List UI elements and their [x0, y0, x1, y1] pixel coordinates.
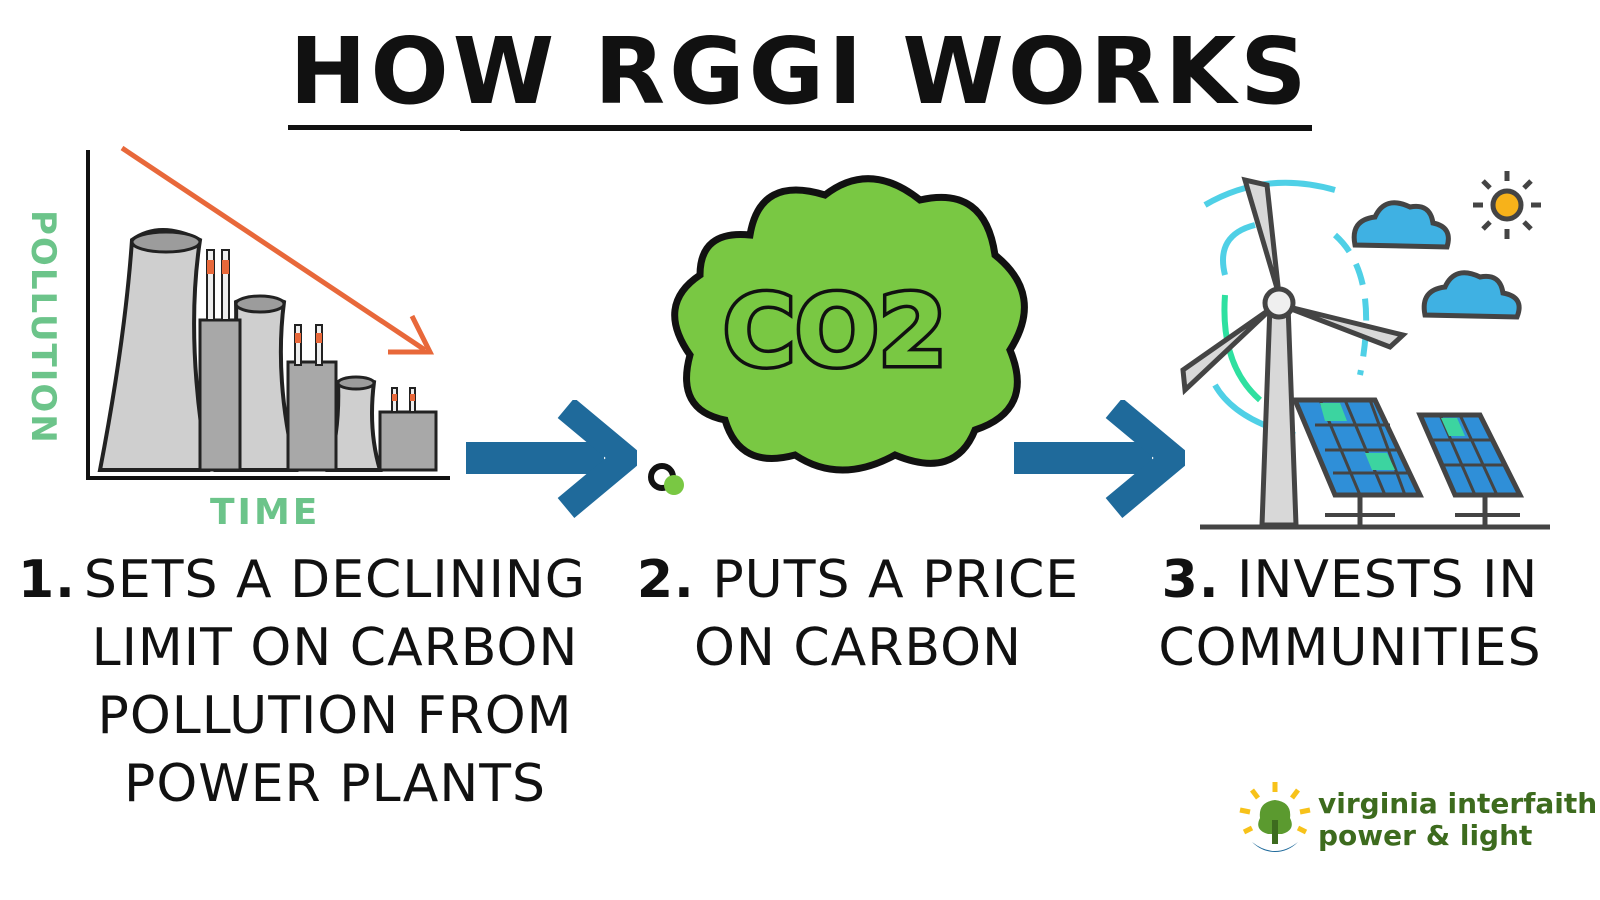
vipl-logo-icon — [1239, 782, 1311, 852]
step-1-text: SETS A DECLINING LIMIT ON CARBON POLLUTI… — [83, 550, 587, 814]
step-2-text: PUTS A PRICE ON CARBON — [694, 550, 1080, 678]
decline-arrow-head — [388, 314, 435, 355]
co2-text: CO2 — [723, 275, 946, 389]
step-1-number: 1. — [18, 550, 76, 610]
sun-icon — [1473, 171, 1541, 239]
graph-x-label: TIME — [210, 492, 320, 533]
title-text: HOW RGGI WORKS — [287, 18, 1313, 131]
step-2-label: 2. PUTS A PRICE ON CARBON — [618, 546, 1098, 682]
graph-y-label: POLLUTION — [23, 210, 63, 445]
step-3-text: INVESTS IN COMMUNITIES — [1158, 550, 1542, 678]
co2-cloud-illustration: CO2 — [648, 175, 1028, 495]
step-2-number: 2. — [636, 550, 695, 610]
pollution-graph-illustration: POLLUTION TIME — [0, 130, 460, 540]
step-3-label: 3. INVESTS IN COMMUNITIES — [1150, 546, 1550, 682]
flow-arrow-2 — [1014, 400, 1185, 518]
step-3-number: 3. — [1161, 550, 1220, 610]
organization-logo-text: virginia interfaith power & light — [1318, 788, 1597, 852]
logo-line-1: virginia interfaith — [1318, 787, 1598, 820]
step-1-label: 1. SETS A DECLINING LIMIT ON CARBON POLL… — [18, 546, 598, 818]
page-title: HOW RGGI WORKS — [0, 18, 1600, 131]
flow-arrow-1 — [466, 400, 637, 518]
renewables-illustration — [1180, 171, 1550, 530]
logo-line-2: power & light — [1318, 819, 1533, 852]
